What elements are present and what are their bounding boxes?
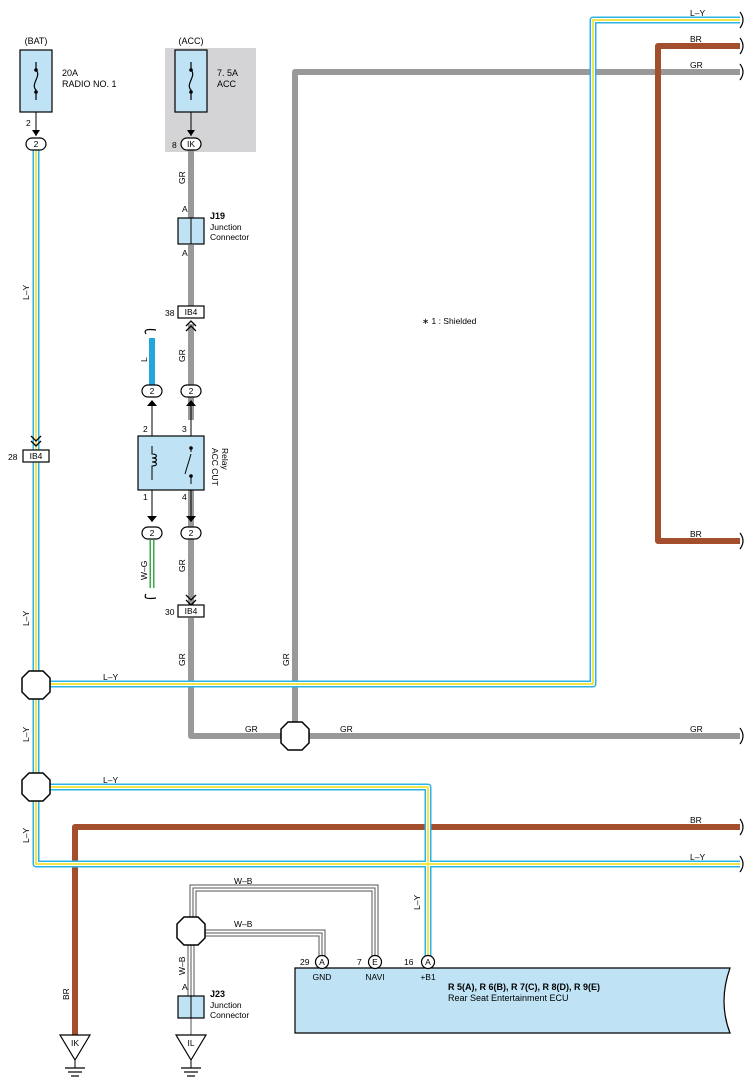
svg-text:R 5(A), R 6(B), R 7(C), R 8(D): R 5(A), R 6(B), R 7(C), R 8(D), R 9(E) [448,982,600,992]
j23-junction-connector: A J23 Junction Connector [177,982,249,1020]
svg-text:NAVI: NAVI [365,972,384,982]
ecu-pin-gnd: 29 A GND [300,954,332,982]
rear-seat-entertainment-ecu: R 5(A), R 6(B), R 7(C), R 8(D), R 9(E) R… [294,967,731,1034]
svg-text:Junction: Junction [210,222,242,232]
svg-text:2: 2 [150,386,155,396]
svg-text:W–G: W–G [139,561,149,580]
svg-text:A: A [319,957,325,967]
svg-text:ACC CUT: ACC CUT [210,448,220,486]
svg-text:16: 16 [404,957,414,967]
svg-text:GR: GR [281,653,291,666]
wire-labels: L–Y BR GR BR GR BR L–Y L–Y L–Y GR GR W–B… [21,8,705,1000]
svg-text:29: 29 [300,957,310,967]
svg-text:L–Y: L–Y [21,727,31,742]
svg-text:A: A [182,204,188,214]
svg-text:GR: GR [177,559,187,572]
shielded-note: ∗ 1 : Shielded [422,316,477,326]
svg-text:J19: J19 [210,211,225,221]
svg-text:BR: BR [690,815,702,825]
svg-text:A: A [182,248,188,258]
svg-text:2: 2 [26,118,31,128]
svg-text:+B1: +B1 [420,972,436,982]
junction-octagons [21,670,310,946]
w-b-wires [187,884,379,996]
ground-ik: IK [58,1034,92,1077]
svg-text:GR: GR [340,724,353,734]
svg-text:38: 38 [165,308,175,318]
svg-text:2: 2 [34,139,39,149]
ecu-pin-navi: 7 E NAVI [357,954,385,982]
svg-text:IB4: IB4 [30,451,43,461]
svg-text:2: 2 [189,386,194,396]
svg-text:W–B: W–B [234,919,253,929]
svg-text:4: 4 [182,492,187,502]
svg-text:L–Y: L–Y [690,8,705,18]
svg-text:3: 3 [182,424,187,434]
svg-text:W–B: W–B [177,956,187,975]
svg-text:BR: BR [61,988,71,1000]
svg-text:GR: GR [245,724,258,734]
br-wires [72,43,740,1035]
svg-text:IB4: IB4 [185,606,198,616]
svg-text:2: 2 [150,528,155,538]
svg-text:2: 2 [189,528,194,538]
svg-text:L–Y: L–Y [412,895,422,910]
ib4-connector-28: 28 IB4 [8,435,50,463]
acc-cut-relay: 2 2 2 3 ACC CUT Relay 1 4 2 2 [137,384,230,540]
svg-text:7. 5A: 7. 5A [217,68,238,78]
ib4-connector-30: 30 IB4 [165,594,205,618]
svg-text:L–Y: L–Y [690,852,705,862]
svg-text:28: 28 [8,452,18,462]
ecu-pin-b1: 16 A +B1 [404,954,436,982]
svg-text:IK: IK [187,139,195,149]
svg-text:BR: BR [690,34,702,44]
svg-text:GND: GND [313,972,332,982]
svg-text:E: E [372,957,378,967]
svg-text:20A: 20A [62,68,78,78]
svg-text:30: 30 [165,607,175,617]
ground-il: IL [174,1034,208,1077]
svg-text:IK: IK [71,1038,79,1048]
svg-text:IB4: IB4 [185,307,198,317]
bat-fuse: (BAT) 20A RADIO NO. 1 2 2 [19,36,117,151]
svg-text:L–Y: L–Y [21,285,31,300]
svg-text:GR: GR [177,349,187,362]
svg-text:GR: GR [177,171,187,184]
acc-fuse: (ACC) 7. 5A ACC 8 IK [172,36,238,151]
svg-text:1: 1 [143,492,148,502]
svg-text:7: 7 [357,957,362,967]
l-y-wires [32,16,740,956]
svg-text:L–Y: L–Y [103,775,118,785]
svg-text:Relay: Relay [220,448,230,470]
svg-text:L–Y: L–Y [21,828,31,843]
svg-text:Junction: Junction [210,1000,242,1010]
svg-text:W–B: W–B [234,876,253,886]
svg-text:L: L [139,357,149,362]
wire-break-marks [144,11,744,873]
svg-text:Rear Seat Entertainment ECU: Rear Seat Entertainment ECU [448,993,569,1003]
svg-text:A: A [182,982,188,992]
svg-text:IL: IL [187,1038,194,1048]
svg-text:GR: GR [690,724,703,734]
svg-text:L–Y: L–Y [21,611,31,626]
svg-text:(BAT): (BAT) [25,36,48,46]
svg-text:ACC: ACC [217,79,237,89]
svg-text:Connector: Connector [210,1010,249,1020]
ib4-connector-38: 38 IB4 [165,305,205,332]
svg-text:2: 2 [143,424,148,434]
svg-text:L–Y: L–Y [103,672,118,682]
j19-junction-connector: A A J19 Junction Connector [177,204,249,258]
svg-text:8: 8 [172,140,177,150]
svg-text:GR: GR [690,60,703,70]
svg-text:BR: BR [690,529,702,539]
svg-text:GR: GR [177,653,187,666]
svg-text:RADIO NO. 1: RADIO NO. 1 [62,79,117,89]
svg-text:A: A [425,957,431,967]
svg-text:J23: J23 [210,989,225,999]
svg-text:(ACC): (ACC) [179,36,204,46]
svg-text:Connector: Connector [210,232,249,242]
